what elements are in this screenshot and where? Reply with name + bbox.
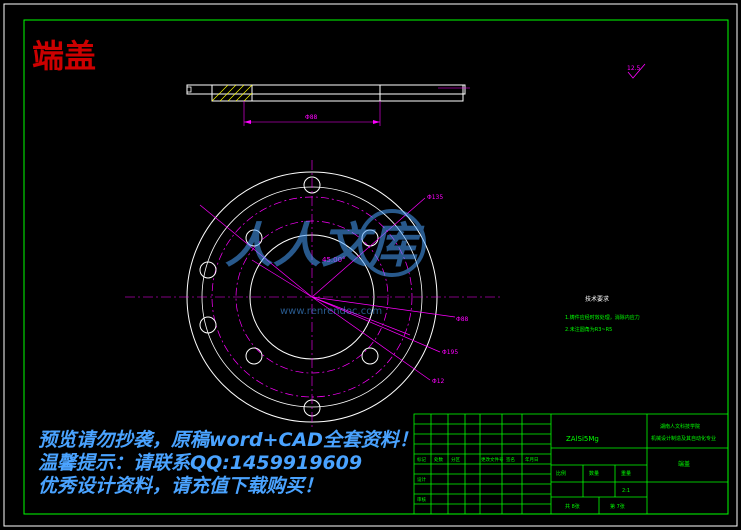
svg-text:1.铸件应经时效处理，消除内应力: 1.铸件应经时效处理，消除内应力: [565, 314, 640, 321]
svg-text:共 8张: 共 8张: [565, 503, 580, 510]
part-name: 端盖: [678, 460, 690, 468]
svg-text:签名: 签名: [506, 456, 515, 463]
svg-text:www.renrendoc.com: www.renrendoc.com: [280, 306, 382, 317]
section-dimension: Φ88: [305, 114, 318, 121]
material: ZAlSi5Mg: [566, 435, 599, 443]
svg-text:更改文件号: 更改文件号: [481, 456, 504, 463]
svg-text:Φ135: Φ135: [427, 194, 443, 201]
svg-text:人人文库: 人人文库: [225, 218, 425, 274]
title-block: [413, 413, 729, 515]
svg-text:Φ12: Φ12: [432, 378, 445, 385]
watermark-logo: 人人文库 www.renrendoc.com: [225, 209, 426, 317]
svg-text:年月日: 年月日: [525, 456, 539, 463]
svg-text:分区: 分区: [451, 456, 460, 463]
watermark-line3: 优秀设计资料，请充值下载购买！: [38, 475, 323, 497]
title-stamp: 端盖: [32, 37, 96, 75]
svg-text:2:1: 2:1: [622, 488, 630, 494]
svg-text:数量: 数量: [589, 470, 599, 477]
svg-text:第 7张: 第 7张: [610, 503, 625, 510]
svg-text:湖南人文科技学院: 湖南人文科技学院: [660, 423, 700, 430]
svg-text:处数: 处数: [434, 456, 443, 463]
watermark-line2: 温馨提示：请联系QQ:1459919609: [38, 452, 362, 474]
technical-notes: 技术要求 1.铸件应经时效处理，消除内应力 2.未注圆角为R3~R5: [565, 295, 640, 333]
svg-text:机械设计制造及其自动化专业: 机械设计制造及其自动化专业: [651, 435, 716, 442]
drawing-frame: [23, 19, 729, 515]
svg-text:设计: 设计: [417, 476, 426, 483]
angle-dimension: 45.00°: [322, 256, 346, 264]
svg-text:Φ195: Φ195: [442, 349, 458, 356]
svg-text:审核: 审核: [417, 496, 426, 503]
watermark-line1: 预览请勿抄袭，原稿word+CAD全套资料！: [38, 429, 418, 451]
svg-text:标记: 标记: [417, 456, 426, 463]
svg-text:Φ88: Φ88: [456, 316, 469, 323]
flange-view: 45.00° Φ135 Φ88 Φ195 Φ12: [125, 160, 500, 430]
svg-text:2.未注圆角为R3~R5: 2.未注圆角为R3~R5: [565, 326, 612, 333]
sheet-border: [3, 3, 738, 527]
svg-text:比例: 比例: [556, 470, 566, 477]
section-view: Φ88: [186, 84, 470, 126]
svg-text:重量: 重量: [621, 470, 631, 477]
svg-text:12.5: 12.5: [627, 65, 641, 72]
roughness-symbol: 12.5: [627, 63, 646, 79]
svg-text:技术要求: 技术要求: [585, 295, 609, 303]
